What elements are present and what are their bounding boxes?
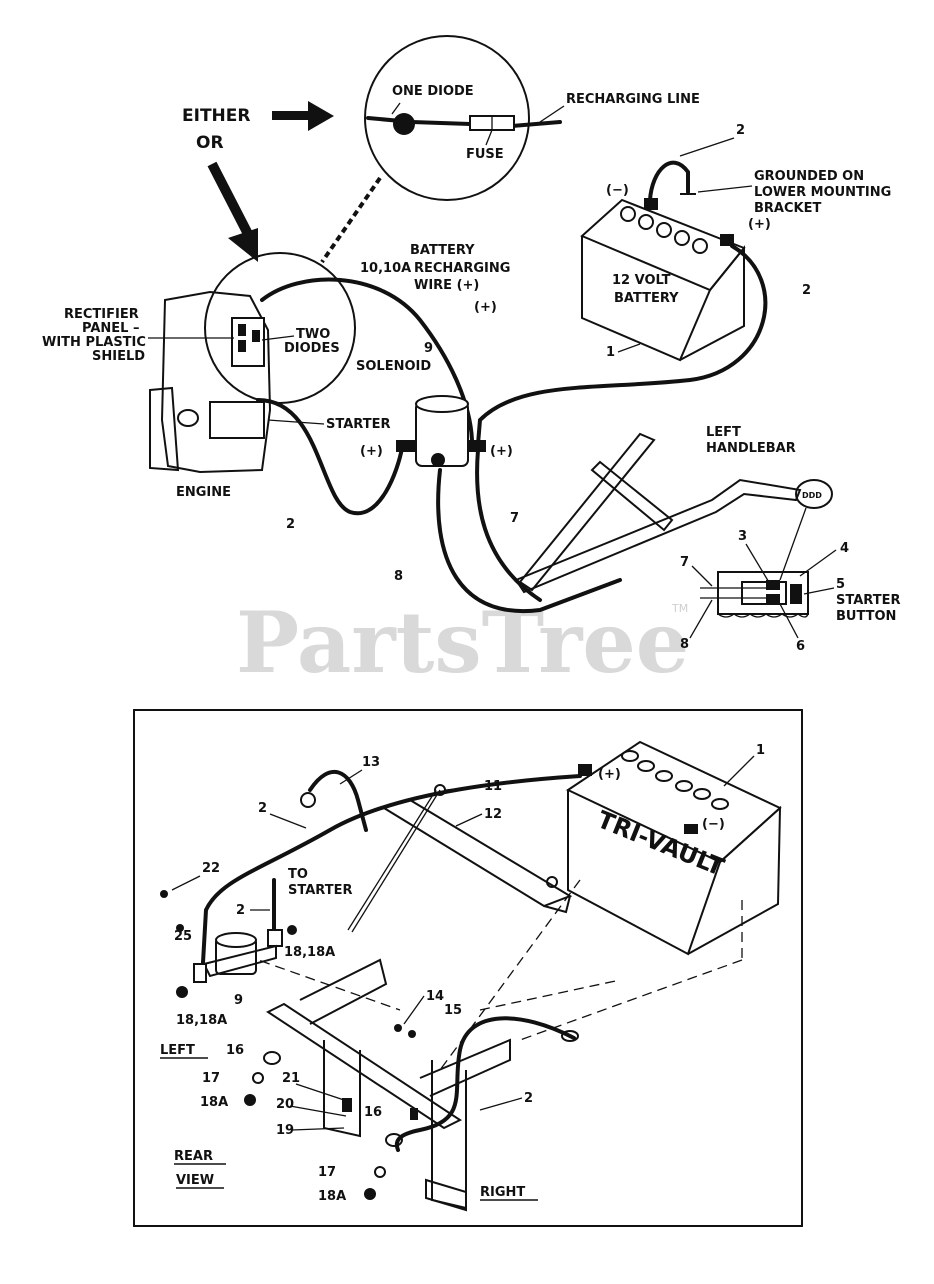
label-rectifier-3: WITH PLASTIC [42,335,146,350]
solenoid [396,395,486,467]
label-num-1: 1 [606,345,615,360]
label-b-n17a: 17 [202,1071,220,1086]
label-num-3: 3 [738,529,747,544]
label-rectifier-2: PANEL – [82,321,139,336]
arrow-down-icon [207,161,258,262]
battery-top [580,198,746,362]
label-num-7b: 7 [680,555,689,570]
label-recharge-1: BATTERY [410,243,475,258]
label-one-diode: ONE DIODE [392,84,474,99]
label-b-n25: 25 [174,929,192,944]
label-left-1: LEFT [706,425,741,440]
label-b-n15: 15 [444,1003,462,1018]
label-b-n18b: 18,18A [176,1013,227,1028]
label-b-left: LEFT [160,1043,195,1058]
label-left-2: HANDLEBAR [706,441,796,456]
label-b-n17b: 17 [318,1165,336,1180]
label-rectifier-1: RECTIFIER [64,307,139,322]
label-two-1: TWO [296,327,330,342]
label-b-n2a: 2 [258,801,267,816]
mounting-bracket [266,958,511,1212]
label-b-n1: 1 [756,743,765,758]
label-b-right: RIGHT [480,1185,525,1200]
label-num-2-bottom: 2 [286,517,295,532]
label-b-to-1: TO [288,867,308,882]
label-starter: STARTER [326,417,390,432]
starter-button-assembly [700,507,809,618]
label-b-rear-2: VIEW [176,1173,214,1188]
label-recharge-num: 10,10A [360,261,411,276]
label-b-n13: 13 [362,755,380,770]
label-fuse: FUSE [466,147,504,162]
label-recharge-2: RECHARGING [414,261,510,276]
label-battery-1: 12 VOLT [612,273,671,288]
left-handlebar: DDD [514,432,833,594]
label-b-n16a: 16 [226,1043,244,1058]
label-or: OR [196,133,224,153]
watermark-text: PartsTree [236,593,689,692]
rear-view-frame [133,709,803,1227]
svg-text:DDD: DDD [802,491,822,500]
label-num-8b: 8 [680,637,689,652]
label-starter-btn-1: STARTER [836,593,900,608]
label-b-n22: 22 [202,861,220,876]
label-sol-plus-right: (+) [490,444,513,459]
label-b-n9: 9 [234,993,243,1008]
rectifier-detail-circle [204,252,356,404]
label-battery-2: BATTERY [614,291,679,306]
label-b-rear-1: REAR [174,1149,213,1164]
label-b-n19: 19 [276,1123,294,1138]
label-b-n2c: 2 [524,1091,533,1106]
label-rectifier-4: SHIELD [92,349,145,364]
label-b-n18a: 18,18A [284,945,335,960]
solenoid-rear [193,932,277,983]
label-engine: ENGINE [176,485,231,500]
magnified-diode-detail [364,35,562,201]
label-b-to-2: STARTER [288,883,352,898]
label-num-2-right: 2 [802,283,811,298]
label-grounded-3: BRACKET [754,201,821,216]
label-b-n18Aa: 18A [200,1095,228,1110]
label-grounded-1: GROUNDED ON [754,169,864,184]
label-b-n14: 14 [426,989,444,1004]
label-two-2: DIODES [284,341,340,356]
label-b-n20: 20 [276,1097,294,1112]
label-num-2-top: 2 [736,123,745,138]
label-neg-term: (−) [606,183,629,198]
label-b-n2b: 2 [236,903,245,918]
label-num-6: 6 [796,639,805,654]
label-recharge-3: WIRE (+) [414,278,479,293]
label-solenoid: SOLENOID [356,359,431,374]
label-grounded-plus: (+) [748,217,771,232]
label-num-7: 7 [510,511,519,526]
label-b-n21: 21 [282,1071,300,1086]
label-b-n16b: 16 [364,1105,382,1120]
arrow-right-icon [272,101,334,131]
label-b-plus: (+) [598,767,621,782]
label-grounded-2: LOWER MOUNTING [754,185,891,200]
label-num-8: 8 [394,569,403,584]
label-b-n18Ab: 18A [318,1189,346,1204]
label-b-n12: 12 [484,807,502,822]
label-either: EITHER [182,106,250,126]
label-b-minus: (−) [702,817,725,832]
label-sol-num: 9 [424,341,433,356]
label-recharge-plus: (+) [474,300,497,315]
watermark-tm: TM [671,602,688,615]
engine [149,290,272,474]
label-sol-plus-left: (+) [360,444,383,459]
label-starter-btn-2: BUTTON [836,609,896,624]
label-recharging-line: RECHARGING LINE [566,92,700,107]
label-num-4: 4 [840,541,849,556]
label-num-5: 5 [836,577,845,592]
